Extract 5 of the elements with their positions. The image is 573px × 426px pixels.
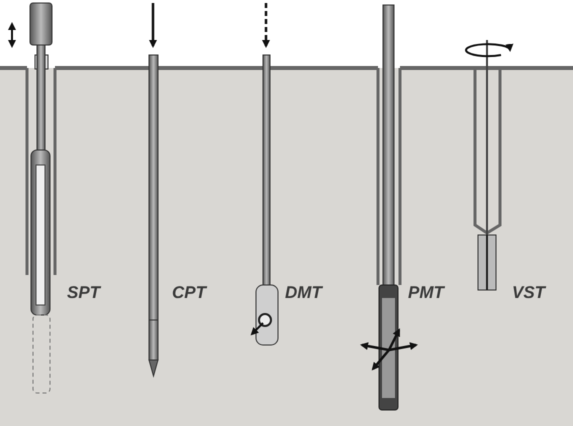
test-label: CPT: [172, 283, 206, 303]
test-label: SPT: [67, 283, 100, 303]
test-label: PMT: [408, 283, 444, 303]
test-label: DMT: [285, 283, 322, 303]
test-label: VST: [512, 283, 546, 303]
